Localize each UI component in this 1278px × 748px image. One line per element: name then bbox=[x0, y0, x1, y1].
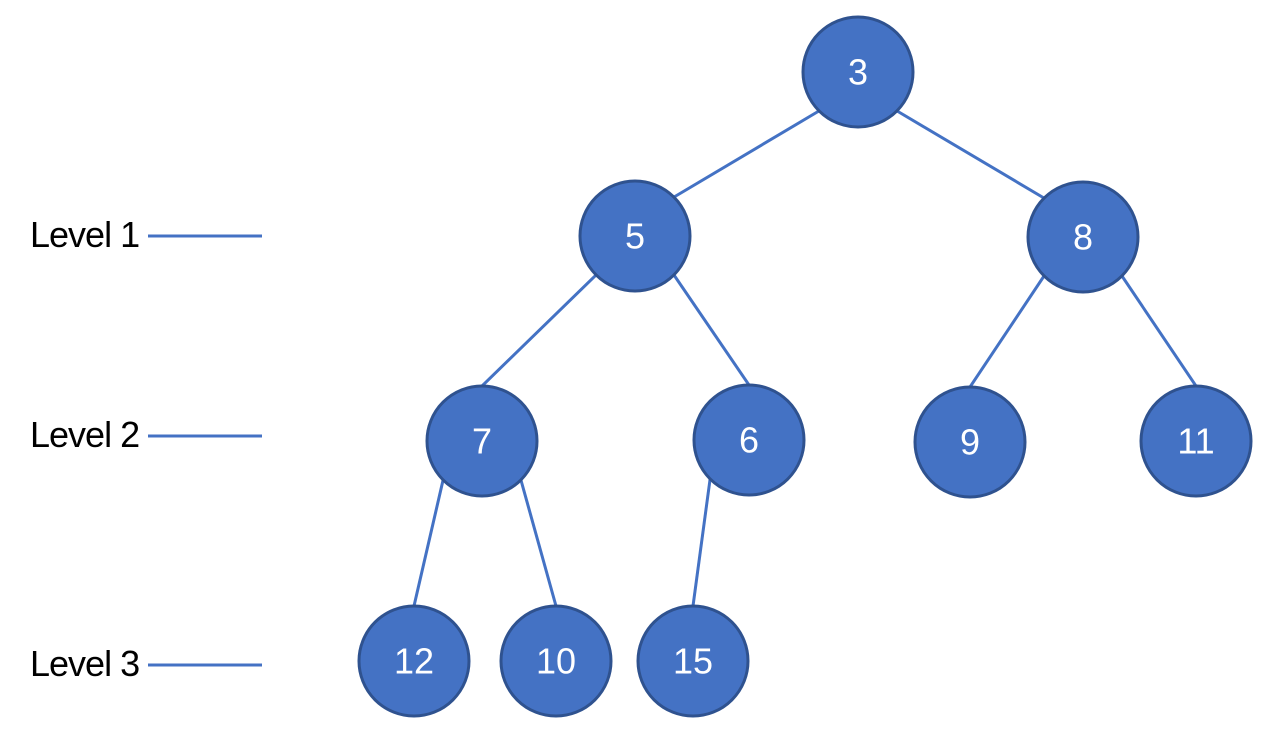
node-value: 10 bbox=[536, 641, 576, 682]
node-value: 5 bbox=[625, 216, 645, 257]
level-label-2: Level 2 bbox=[30, 414, 140, 456]
node-value: 8 bbox=[1073, 217, 1093, 258]
node-circle bbox=[1026, 180, 1140, 294]
tree-node-7: 7 bbox=[425, 384, 539, 498]
tree-node-5: 5 bbox=[578, 179, 692, 293]
edge-5-7 bbox=[480, 273, 598, 388]
tree-node-8: 8 bbox=[1026, 180, 1140, 294]
tree-node-9: 9 bbox=[913, 385, 1027, 499]
edge-7-10 bbox=[519, 479, 558, 607]
tree-node-15: 15 bbox=[636, 604, 750, 718]
level-label-1: Level 1 bbox=[30, 214, 140, 256]
tree-edges bbox=[412, 109, 1198, 607]
node-circle bbox=[499, 604, 613, 718]
tree-node-12: 12 bbox=[357, 604, 471, 718]
edge-8-9 bbox=[968, 275, 1046, 388]
edge-3-5 bbox=[673, 109, 820, 199]
edge-6-15 bbox=[691, 478, 712, 607]
level-label-3: Level 3 bbox=[30, 643, 140, 685]
level-lines bbox=[148, 234, 262, 667]
tree-node-3: 3 bbox=[801, 15, 915, 129]
node-circle bbox=[357, 604, 471, 718]
tree-node-6: 6 bbox=[692, 383, 806, 497]
node-value: 15 bbox=[673, 641, 713, 682]
node-circle bbox=[636, 604, 750, 718]
edge-5-6 bbox=[672, 274, 751, 386]
node-circle bbox=[578, 179, 692, 293]
edge-8-11 bbox=[1120, 275, 1198, 387]
node-circle bbox=[1139, 384, 1253, 498]
tree-nodes: 3 5 8 7 6 9 11 12 10 15 bbox=[357, 15, 1253, 718]
node-circle bbox=[425, 384, 539, 498]
node-value: 11 bbox=[1177, 421, 1214, 462]
node-value: 3 bbox=[848, 52, 868, 93]
node-value: 6 bbox=[739, 420, 759, 461]
node-value: 9 bbox=[960, 422, 980, 463]
node-value: 12 bbox=[394, 641, 434, 682]
edge-7-12 bbox=[412, 479, 445, 607]
node-circle bbox=[801, 15, 915, 129]
edge-3-8 bbox=[896, 109, 1045, 200]
tree-node-11: 11 bbox=[1139, 384, 1253, 498]
node-circle bbox=[692, 383, 806, 497]
node-value: 7 bbox=[472, 421, 492, 462]
tree-node-10: 10 bbox=[499, 604, 613, 718]
node-circle bbox=[913, 385, 1027, 499]
